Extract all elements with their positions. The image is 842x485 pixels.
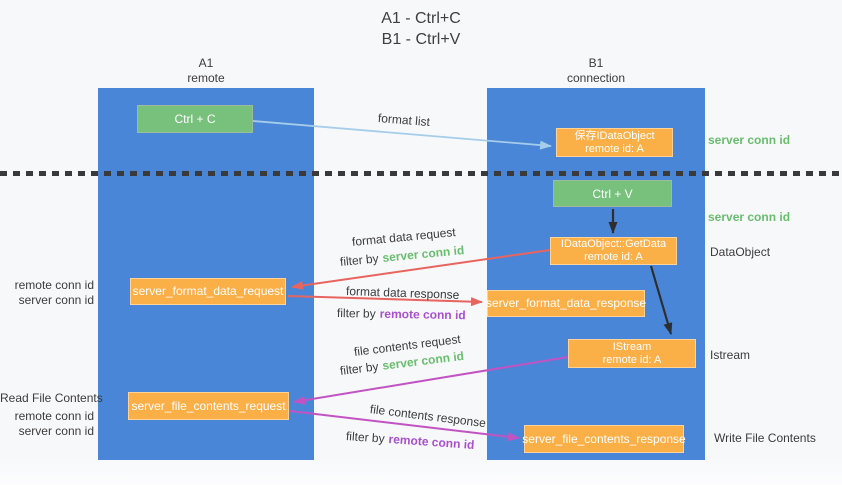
filter-by-text: filter by — [339, 251, 380, 269]
write-file-contents-label: Write File Contents — [714, 431, 816, 445]
lifeline-a1-subtitle: remote — [187, 71, 225, 85]
label-format-data-response: format data response — [345, 284, 460, 302]
title-line-2: B1 - Ctrl+V — [381, 31, 461, 48]
server-conn-id-right-2: server conn id — [708, 210, 791, 224]
save-dataobject-box: 保存IDataObject remote id: A — [556, 128, 673, 157]
filter-by-text: filter by — [339, 359, 380, 378]
ctrl-v-box: Ctrl + V — [553, 180, 672, 207]
istream-side-label: Istream — [710, 348, 751, 362]
server-conn-id-text: server conn id — [381, 243, 465, 265]
remote-conn-id-text: remote conn id — [388, 431, 475, 452]
server-file-contents-response-box: server_file_contents_response — [522, 425, 686, 453]
getdata-line1: IDataObject::GetData — [560, 238, 667, 250]
remote-conn-id-left-2: remote conn id — [14, 409, 94, 423]
dataobject-side-label: DataObject — [710, 245, 771, 259]
lifeline-header-a1: A1 remote — [98, 56, 314, 86]
filter-by-text: filter by — [336, 306, 376, 321]
istream-line1: IStream — [612, 340, 652, 353]
server-conn-id-left-2: server conn id — [18, 424, 94, 438]
lifeline-header-b1: B1 connection — [487, 56, 705, 86]
ctrl-c-label: Ctrl + C — [174, 112, 216, 126]
istream-box: IStream remote id: A — [568, 339, 696, 368]
lifeline-b1-name: B1 — [588, 56, 604, 70]
label-file-contents-response: file contents response — [369, 402, 487, 431]
server-file-contents-response-label: server_file_contents_response — [522, 431, 686, 446]
server-conn-id-right-1: server conn id — [708, 133, 791, 147]
title-line-1: A1 - Ctrl+C — [381, 10, 461, 27]
label-format-list: format list — [377, 111, 431, 130]
server-format-data-response-box: server_format_data_response — [485, 290, 647, 317]
server-format-data-request-box: server_format_data_request — [130, 278, 286, 305]
remote-conn-id-left-1: remote conn id — [14, 278, 94, 292]
phase-divider-dotted-line — [0, 171, 842, 176]
diagram-title: A1 - Ctrl+C B1 - Ctrl+V — [0, 8, 842, 50]
save-dataobject-line2: remote id: A — [585, 142, 644, 155]
conn-id-group-file: remote conn id server conn id — [0, 409, 94, 439]
save-dataobject-line1: 保存IDataObject — [574, 129, 655, 142]
ctrl-v-label: Ctrl + V — [592, 186, 633, 201]
read-file-contents-label: Read File Contents — [0, 391, 103, 405]
filter-by-text: filter by — [345, 429, 386, 446]
server-format-data-request-label: server_format_data_request — [132, 284, 284, 298]
server-conn-id-left-1: server conn id — [18, 293, 94, 307]
server-format-data-response-label: server_format_data_response — [485, 296, 647, 310]
lifeline-a1-name: A1 — [198, 56, 214, 70]
server-file-contents-request-label: server_file_contents_request — [131, 398, 286, 413]
ctrl-c-box: Ctrl + C — [137, 105, 253, 133]
istream-line2: remote id: A — [602, 353, 662, 366]
remote-conn-id-text: remote conn id — [379, 306, 466, 323]
lifeline-b1-subtitle: connection — [566, 71, 626, 85]
getdata-line2: remote id: A — [584, 251, 643, 263]
server-file-contents-request-box: server_file_contents_request — [128, 392, 289, 420]
getdata-box: IDataObject::GetData remote id: A — [550, 237, 677, 265]
conn-id-group-format: remote conn id server conn id — [0, 278, 94, 308]
